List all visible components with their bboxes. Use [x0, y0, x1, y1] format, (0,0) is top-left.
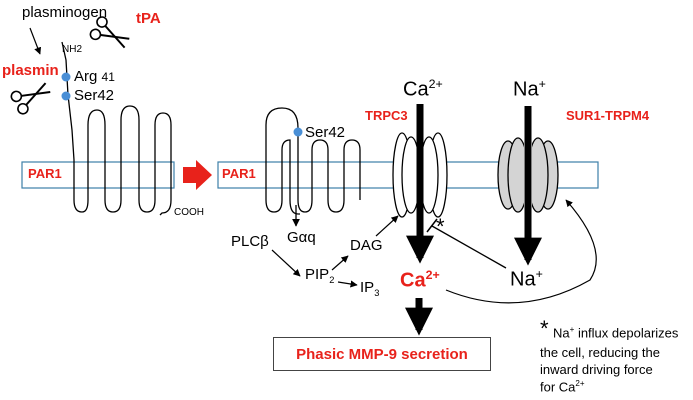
ca-intracellular-label: Ca2+ [400, 268, 440, 292]
sur1-trpm4-channel [497, 137, 559, 213]
ip3-label: IP3 [360, 279, 380, 298]
arrow-pip2-dag [331, 255, 349, 271]
arg41-site [61, 72, 71, 82]
na-inhibition-line [431, 225, 507, 269]
ser42-site-right [293, 127, 303, 137]
galphaq-label: Gαq [287, 229, 316, 246]
arrow-dag-trpc3 [375, 215, 399, 237]
plasminogen-arrow [29, 27, 42, 55]
plasmin-label: plasmin [2, 62, 59, 79]
cooh-label: COOH [174, 207, 204, 218]
transition-arrow [183, 160, 212, 190]
ca-top-label: Ca2+ [403, 77, 443, 101]
ca-activates-trpm4-arrow [445, 199, 597, 304]
tpa-label: tPA [136, 10, 161, 27]
inhibition-asterisk: * [436, 214, 445, 239]
par1-left-helices [73, 105, 172, 216]
sur1-trpm4-label: SUR1-TRPM4 [566, 108, 650, 123]
footnote-line-1: Na+ influx depolarizes [553, 325, 679, 341]
par1-label-right: PAR1 [222, 166, 256, 181]
par1-left-nterminus [61, 41, 75, 161]
par1-right-helices [265, 139, 361, 215]
arrow-pip2-ip3 [337, 280, 358, 288]
par1-left-cterm [153, 200, 172, 214]
dag-label: DAG [350, 237, 383, 254]
arrow-plcb-pip2 [271, 249, 301, 277]
par1-right-helix-mid [297, 140, 313, 213]
trpc3-label: TRPC3 [365, 108, 408, 123]
scissors-icon [10, 82, 51, 115]
footnote-line-2: the cell, reducing the [540, 345, 660, 360]
ser42-site-left [61, 91, 71, 101]
inhibition-bar [426, 218, 438, 233]
scissors-icon [89, 16, 130, 49]
trpc3-channel [392, 132, 448, 218]
result-box: Phasic MMP-9 secretion [273, 337, 491, 371]
pip2-label: PIP2 [305, 266, 335, 285]
par1-label-left: PAR1 [28, 166, 62, 181]
ser42-label-left: Ser42 [74, 87, 115, 104]
nh2-label: NH2 [62, 44, 83, 55]
membrane-left [21, 161, 175, 189]
footnote-line-4: for Ca2+ [540, 379, 585, 395]
result-label: Phasic MMP-9 secretion [296, 345, 468, 363]
footnote-asterisk: * [540, 316, 549, 341]
ser42-label-right: Ser42 [305, 124, 346, 141]
na-top-label: Na+ [513, 77, 546, 101]
plcb-label: PLCβ [231, 233, 269, 250]
footnote-line-3: inward driving force [540, 362, 653, 377]
arg41-label: Arg 41 [74, 68, 115, 85]
plasminogen-label: plasminogen [22, 4, 108, 21]
par1-right-nterminus [265, 107, 299, 160]
na-bottom-label: Na+ [510, 267, 543, 291]
